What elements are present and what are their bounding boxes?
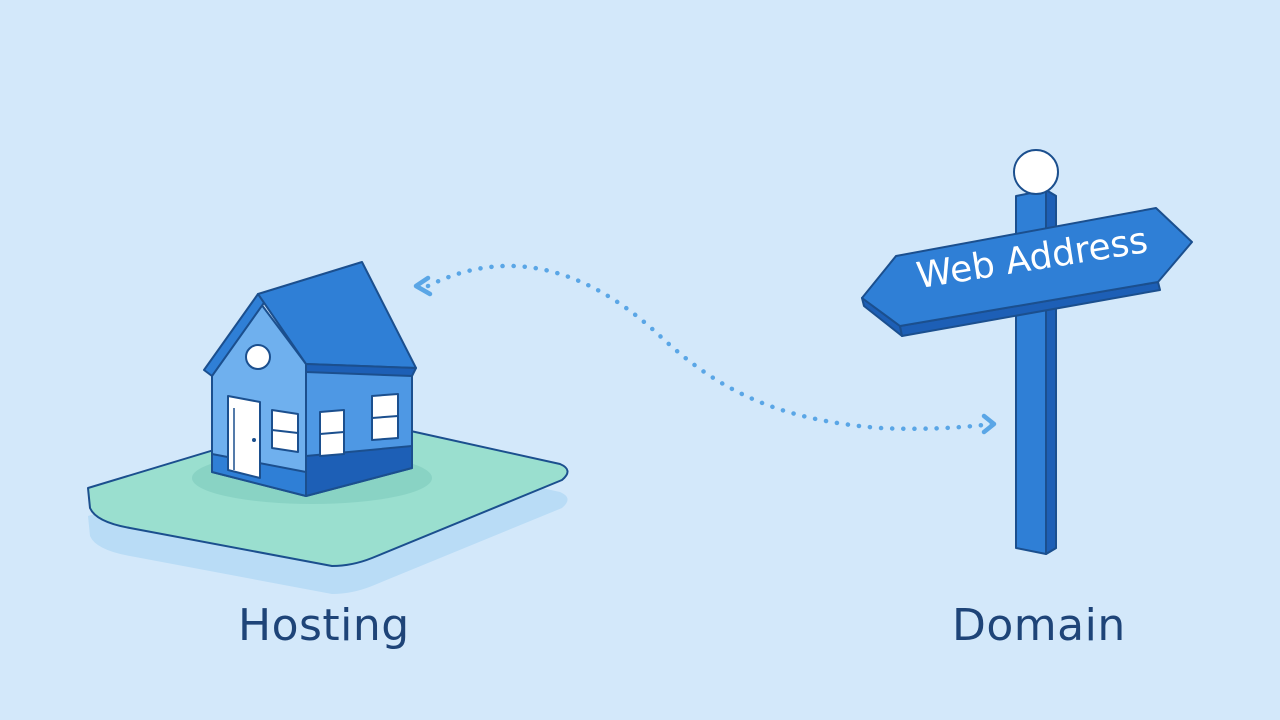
- house-icon: [203, 261, 417, 497]
- arrowhead-left: [413, 275, 433, 297]
- dotted-arrow: [413, 263, 997, 435]
- domain-label: Domain: [952, 600, 1126, 651]
- hosting-label: Hosting: [238, 600, 410, 651]
- arrowhead-right: [981, 413, 997, 435]
- signpost-icon: Web Address: [861, 149, 1193, 555]
